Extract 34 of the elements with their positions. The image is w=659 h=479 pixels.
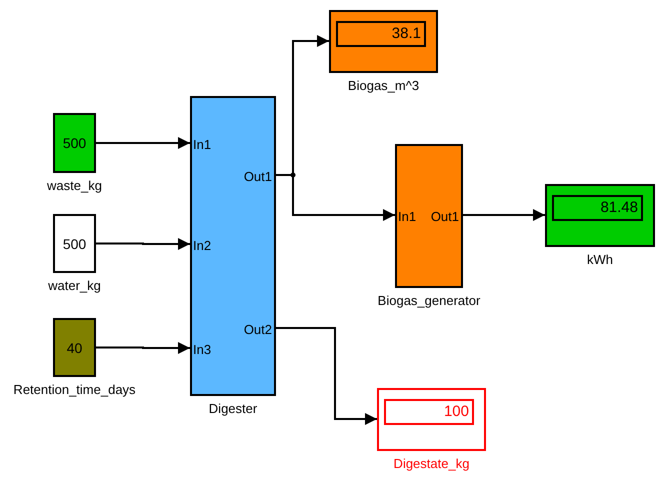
signal-line: [463, 209, 546, 221]
port-label: In1: [193, 137, 212, 153]
display-field: 38.1: [336, 21, 426, 47]
port-label: Out1: [244, 169, 272, 185]
signal-line: [276, 327, 377, 425]
signal-line: [96, 238, 190, 250]
block-name: Digestate_kg: [394, 456, 470, 472]
port-label: In2: [193, 238, 212, 254]
constant-value: 40: [66, 340, 84, 356]
port-label: In1: [398, 209, 416, 225]
subsystem-block: [190, 96, 276, 396]
constant-block: [53, 113, 96, 173]
block-name: Biogas_m^3: [348, 78, 420, 94]
block-name: waste_kg: [47, 178, 102, 194]
port-label: Out1: [430, 209, 459, 225]
block-name: Digester: [208, 401, 258, 417]
port-label: In3: [193, 342, 212, 358]
constant-value: 500: [62, 236, 88, 252]
display-field: 100: [384, 399, 474, 425]
block-name: Biogas_generator: [378, 293, 480, 309]
signal-line: [96, 137, 191, 149]
block-name: kWh: [587, 252, 613, 268]
display-block: [545, 184, 655, 247]
constant-block: [53, 214, 96, 273]
constant-block: [53, 318, 96, 377]
subsystem-block: [395, 144, 463, 288]
constant-value: 500: [62, 135, 88, 151]
block-name: water_kg: [48, 278, 101, 294]
block-name: Retention_time_days: [13, 382, 136, 398]
signal-line: [96, 342, 190, 354]
port-label: Out2: [244, 322, 272, 338]
display-block: [377, 388, 486, 451]
display-field: 81.48: [552, 195, 643, 221]
display-block: [329, 10, 438, 73]
